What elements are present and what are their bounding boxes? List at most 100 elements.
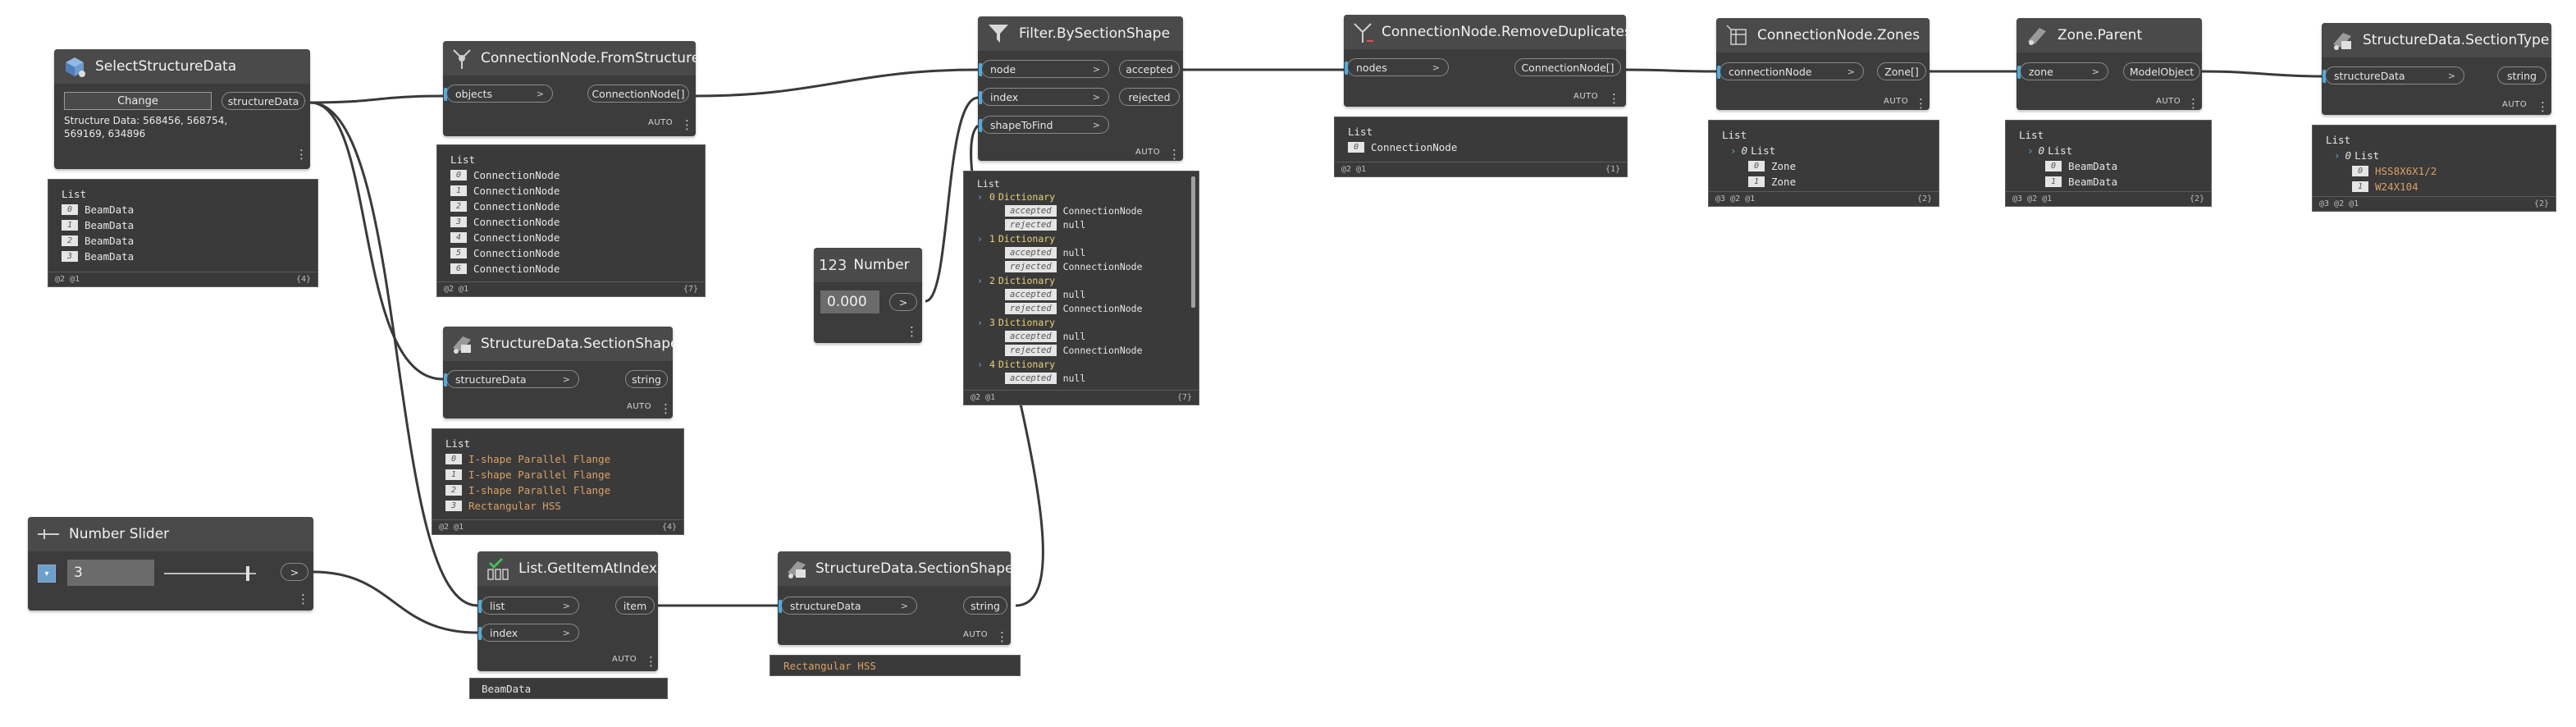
node-menu-icon[interactable]: ⋮ bbox=[1168, 147, 1181, 162]
chevron-right-icon: › bbox=[977, 190, 983, 203]
input-port-list[interactable]: list> bbox=[478, 597, 579, 615]
lacing-auto-label[interactable]: AUTO bbox=[1573, 92, 1599, 101]
chevron-right-icon: › bbox=[977, 232, 983, 245]
input-port-structuredata[interactable]: structureData> bbox=[444, 370, 579, 388]
node-get-item-at-index[interactable]: List.GetItemAtIndex list> index> item AU… bbox=[477, 551, 658, 671]
output-port-modelobject[interactable]: ModelObject bbox=[2123, 62, 2200, 80]
input-port-shapetofind[interactable]: shapeToFind> bbox=[979, 116, 1109, 134]
node-select-structure-data[interactable]: SelectStructureData Change structureData… bbox=[54, 49, 310, 169]
lacing-auto-label[interactable]: AUTO bbox=[627, 402, 652, 411]
wire-fromstructure-to-filter-node bbox=[695, 68, 979, 98]
slider-icon bbox=[34, 521, 62, 547]
input-port-nodes[interactable]: nodes> bbox=[1345, 58, 1449, 76]
node-header: SelectStructureData bbox=[54, 49, 310, 84]
output-port-rejected[interactable]: rejected bbox=[1119, 88, 1180, 106]
output-port-string[interactable]: string bbox=[625, 370, 668, 388]
chevron-right-icon: › bbox=[977, 274, 983, 286]
section-shape-icon bbox=[450, 331, 474, 357]
selection-summary-line1: Structure Data: 568456, 568754, bbox=[64, 115, 228, 126]
lacing-auto-label[interactable]: AUTO bbox=[2156, 97, 2181, 106]
output-port-item[interactable]: item bbox=[615, 597, 655, 615]
node-section-shape-bottom[interactable]: StructureData.SectionShape structureData… bbox=[778, 551, 1013, 645]
input-port-connectionnode[interactable]: connectionNode> bbox=[1717, 62, 1864, 80]
output-port-number[interactable]: > bbox=[281, 563, 308, 581]
preview-get-item-at-index: BeamData bbox=[469, 678, 668, 699]
input-port-node[interactable]: node> bbox=[979, 60, 1109, 78]
output-port-accepted[interactable]: accepted bbox=[1119, 60, 1180, 78]
node-menu-icon[interactable]: ⋮ bbox=[295, 147, 308, 162]
output-port-connectionnode-array[interactable]: ConnectionNode[] bbox=[587, 85, 689, 103]
node-number[interactable]: 123 Number 0.000 > ⋮ bbox=[814, 248, 922, 343]
output-port-string[interactable]: string bbox=[963, 597, 1007, 615]
wire-removeduplicates-to-zones bbox=[1625, 68, 1717, 73]
connection-node-icon bbox=[450, 45, 474, 71]
node-menu-icon[interactable]: ⋮ bbox=[1915, 96, 1927, 111]
preview-section-shape-bottom: Rectangular HSS bbox=[770, 655, 1021, 676]
lacing-auto-label[interactable]: AUTO bbox=[2502, 100, 2528, 109]
input-port-index[interactable]: index> bbox=[478, 624, 579, 642]
node-menu-icon[interactable]: ⋮ bbox=[1608, 91, 1620, 106]
node-remove-duplicates[interactable]: ConnectionNode.RemoveDuplicates nodes> C… bbox=[1344, 15, 1632, 107]
node-menu-icon[interactable]: ⋮ bbox=[906, 324, 918, 339]
input-port-structuredata[interactable]: structureData> bbox=[2323, 66, 2464, 85]
output-port-structuredata[interactable]: structureData bbox=[222, 92, 305, 110]
slider-handle[interactable] bbox=[246, 566, 249, 581]
section-type-icon bbox=[2328, 27, 2356, 53]
preview-scrollbar[interactable] bbox=[1191, 176, 1195, 308]
number-value-field[interactable]: 0.000 bbox=[820, 290, 879, 313]
output-port-connectionnode-array[interactable]: ConnectionNode[] bbox=[1514, 58, 1621, 76]
output-port-string[interactable]: string bbox=[2497, 66, 2546, 85]
node-menu-icon[interactable]: ⋮ bbox=[996, 629, 1008, 644]
node-number-slider[interactable]: Number Slider ▾ 3 > ⋮ bbox=[28, 517, 313, 610]
zone-parent-icon bbox=[2023, 22, 2051, 48]
number-icon: 123 bbox=[819, 256, 847, 274]
chevron-right-icon: › bbox=[1730, 144, 1737, 157]
node-section-type[interactable]: StructureData.SectionType structureData>… bbox=[2322, 23, 2551, 115]
node-filter-by-section-shape[interactable]: Filter.BySectionShape node> index> shape… bbox=[978, 16, 1183, 161]
chevron-right-icon: › bbox=[2334, 149, 2341, 162]
node-section-shape-top[interactable]: StructureData.SectionShape structureData… bbox=[443, 327, 678, 418]
node-menu-icon[interactable]: ⋮ bbox=[660, 401, 672, 416]
node-zone-parent[interactable]: Zone.Parent zone> ModelObject AUTO ⋮ bbox=[2016, 18, 2202, 110]
node-menu-icon[interactable]: ⋮ bbox=[2537, 99, 2549, 114]
node-menu-icon[interactable]: ⋮ bbox=[297, 592, 309, 606]
output-port-number[interactable]: > bbox=[889, 293, 917, 311]
node-connection-from-structure[interactable]: ConnectionNode.FromStructure objects> Co… bbox=[443, 41, 700, 136]
input-port-objects[interactable]: objects> bbox=[444, 85, 553, 103]
slider-track[interactable] bbox=[164, 573, 256, 574]
wire-slider-to-getitem-index bbox=[313, 570, 478, 634]
lacing-auto-label[interactable]: AUTO bbox=[963, 630, 989, 639]
node-connection-zones[interactable]: ConnectionNode.Zones connectionNode> Zon… bbox=[1716, 18, 1930, 110]
slider-value-field[interactable]: 3 bbox=[67, 560, 154, 586]
lacing-auto-label[interactable]: AUTO bbox=[1135, 148, 1161, 157]
structure-data-icon bbox=[61, 53, 89, 80]
selection-summary-line2: 569169, 634896 bbox=[64, 128, 146, 139]
input-port-zone[interactable]: zone> bbox=[2017, 62, 2108, 80]
input-port-index[interactable]: index> bbox=[979, 88, 1109, 106]
change-button[interactable]: Change bbox=[64, 92, 212, 110]
chevron-right-icon: › bbox=[2027, 144, 2034, 157]
slider-expand-toggle[interactable]: ▾ bbox=[38, 565, 56, 583]
node-menu-icon[interactable]: ⋮ bbox=[681, 117, 693, 132]
lacing-auto-label[interactable]: AUTO bbox=[648, 118, 674, 127]
lacing-auto-label[interactable]: AUTO bbox=[612, 655, 637, 664]
output-port-zone-array[interactable]: Zone[] bbox=[1877, 62, 1926, 80]
chevron-down-icon: ▾ bbox=[44, 569, 49, 578]
node-menu-icon[interactable]: ⋮ bbox=[2187, 96, 2199, 111]
node-menu-icon[interactable]: ⋮ bbox=[645, 654, 657, 669]
chevron-right-icon: › bbox=[977, 316, 983, 328]
chevron-right-icon: › bbox=[977, 358, 983, 370]
lacing-auto-label[interactable]: AUTO bbox=[1884, 97, 1909, 106]
input-port-structuredata[interactable]: structureData> bbox=[779, 597, 917, 615]
